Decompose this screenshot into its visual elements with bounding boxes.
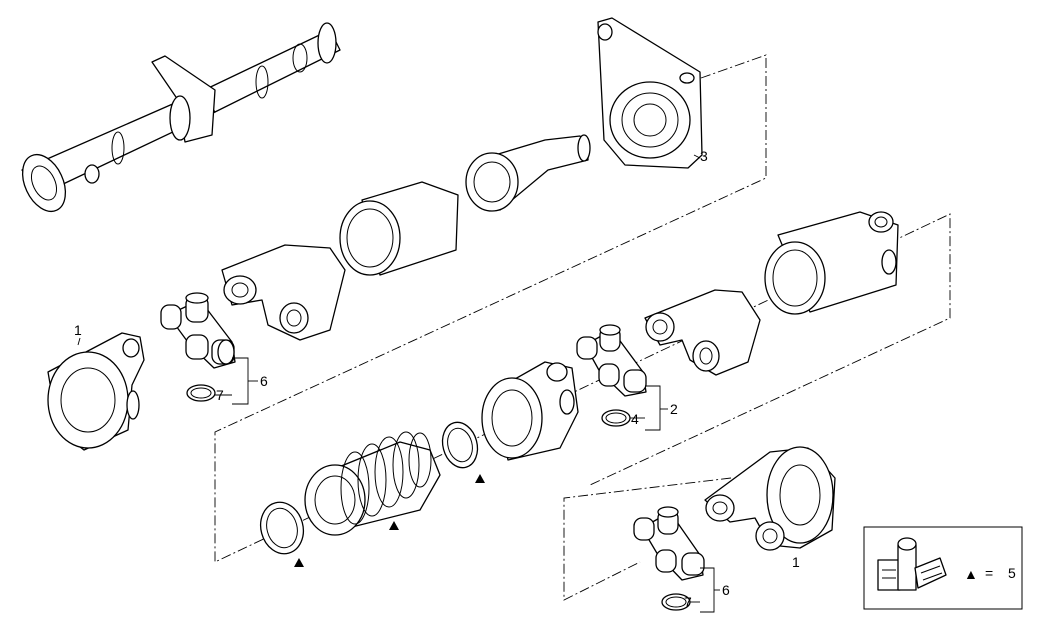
universal-joint-cross-lower (633, 506, 705, 581)
boot-clamp-ring-lower (259, 501, 305, 555)
callout-labels: 1 7 6 3 2 4 1 7 6 (74, 148, 800, 610)
callout-1-left: 1 (74, 322, 82, 338)
dust-cover-sleeve-right (764, 211, 899, 315)
callout-2: 2 (670, 401, 678, 417)
callout-1-bottom: 1 (792, 554, 800, 570)
flange-yoke-lower (704, 446, 836, 551)
callout-7-bottom: 7 (684, 594, 692, 610)
legend-equals: = (985, 565, 993, 581)
dust-cover-sleeve-upper (339, 181, 459, 276)
universal-joint-cross-middle (576, 324, 647, 397)
center-bearing-support (597, 17, 703, 169)
splined-stub-shaft (465, 134, 591, 212)
callout-3: 3 (700, 148, 708, 164)
slip-yoke-right (644, 289, 761, 376)
callout-6-top: 6 (260, 373, 268, 389)
callout-4: 4 (631, 411, 639, 427)
leader-lines (77, 154, 720, 613)
callout-6-bottom: 6 (722, 582, 730, 598)
grease-marker (389, 521, 399, 530)
flange-yoke-left (47, 332, 145, 451)
slip-yoke-upper (221, 244, 346, 341)
universal-joint-cross-upper (160, 292, 236, 369)
callout-7-top: 7 (216, 387, 224, 403)
grease-marker (475, 474, 485, 483)
grease-legend: ▲ = 5 (863, 526, 1023, 610)
legend-value: 5 (1008, 565, 1016, 581)
rubber-bellows-boot (304, 431, 441, 536)
complete-propeller-shaft (21, 22, 341, 213)
legend-symbol: ▲ (964, 566, 978, 582)
splined-slip-sleeve (481, 361, 579, 461)
assembly-outline-lower (563, 477, 732, 601)
grease-markers (294, 474, 485, 567)
boot-clamp-ring-upper (441, 421, 479, 469)
grease-tube-icon (877, 537, 947, 591)
grease-marker (294, 558, 304, 567)
